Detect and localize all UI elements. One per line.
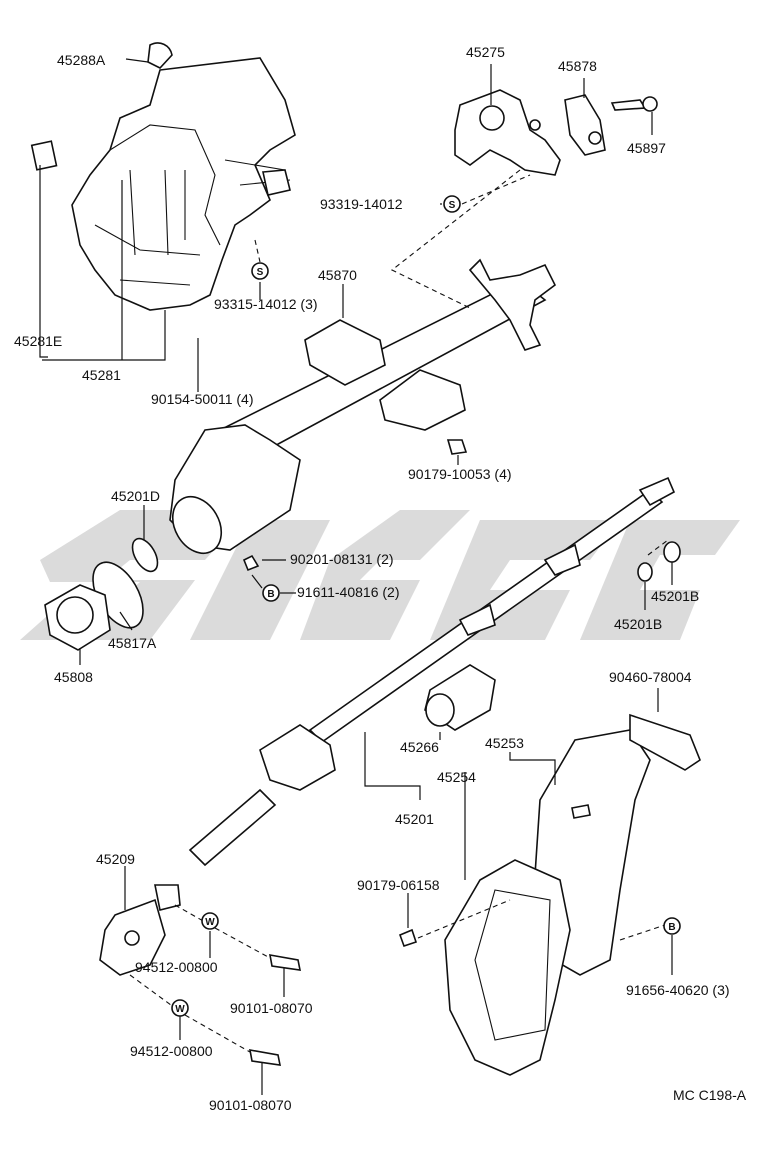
label-45201: 45201 — [395, 811, 434, 827]
label-90179-10053: 90179-10053 (4) — [408, 466, 512, 482]
label-90179-06158: 90179-06158 — [357, 877, 440, 893]
symbol-s-1: S — [443, 195, 461, 213]
footer-code: MC C198-A — [673, 1087, 747, 1103]
label-45254: 45254 — [437, 769, 476, 785]
bush — [424, 664, 496, 731]
label-90101-08070-1: 90101-08070 — [230, 1000, 313, 1016]
label-94512-00800-1: 94512-00800 — [135, 959, 218, 975]
label-94512-00800-2: 94512-00800 — [130, 1043, 213, 1059]
lock-housing — [454, 89, 658, 176]
label-45201B-1: 45201B — [651, 588, 699, 604]
label-45808: 45808 — [54, 669, 93, 685]
label-93315-14012: 93315-14012 (3) — [214, 296, 318, 312]
label-45281E: 45281E — [14, 333, 62, 349]
leader-lines — [39, 58, 673, 1095]
label-45209: 45209 — [96, 851, 135, 867]
label-45275: 45275 — [466, 44, 505, 60]
symbol-s-2: S — [251, 262, 269, 280]
label-91611-40816: 91611-40816 (2) — [297, 584, 399, 600]
bearing-group — [44, 537, 159, 651]
label-93319-14012: 93319-14012 — [320, 196, 403, 212]
symbol-w-1: W — [201, 912, 219, 930]
label-90201-08131: 90201-08131 (2) — [290, 551, 394, 567]
label-45253: 45253 — [485, 735, 524, 751]
symbol-b-1: B — [262, 584, 280, 602]
svg-text:W: W — [175, 1004, 185, 1015]
label-45201D: 45201D — [111, 488, 160, 504]
label-90154-50011: 90154-50011 (4) — [151, 391, 253, 407]
label-45817A: 45817A — [108, 635, 157, 651]
label-91656-40620: 91656-40620 (3) — [626, 982, 730, 998]
svg-text:B: B — [668, 922, 675, 933]
label-45870: 45870 — [318, 267, 357, 283]
svg-text:S: S — [257, 267, 264, 278]
column-tube-upper — [169, 258, 557, 572]
symbol-b-2: B — [663, 917, 681, 935]
label-45878: 45878 — [558, 58, 597, 74]
svg-text:B: B — [267, 589, 274, 600]
svg-text:W: W — [205, 917, 215, 928]
label-45266: 45266 — [400, 739, 439, 755]
symbol-w-2: W — [171, 999, 189, 1017]
main-shaft — [188, 476, 681, 867]
label-90101-08070-2: 90101-08070 — [209, 1097, 292, 1113]
label-45281: 45281 — [82, 367, 121, 383]
part-labels: 45288A 45275 45878 45897 93319-14012 933… — [14, 44, 747, 1113]
universal-joint — [99, 884, 302, 1066]
column-cover — [30, 42, 296, 311]
label-90460-78004: 90460-78004 — [609, 669, 692, 685]
label-45201B-2: 45201B — [614, 616, 662, 632]
svg-text:S: S — [449, 200, 456, 211]
label-45288A: 45288A — [57, 52, 106, 68]
label-45897: 45897 — [627, 140, 666, 156]
